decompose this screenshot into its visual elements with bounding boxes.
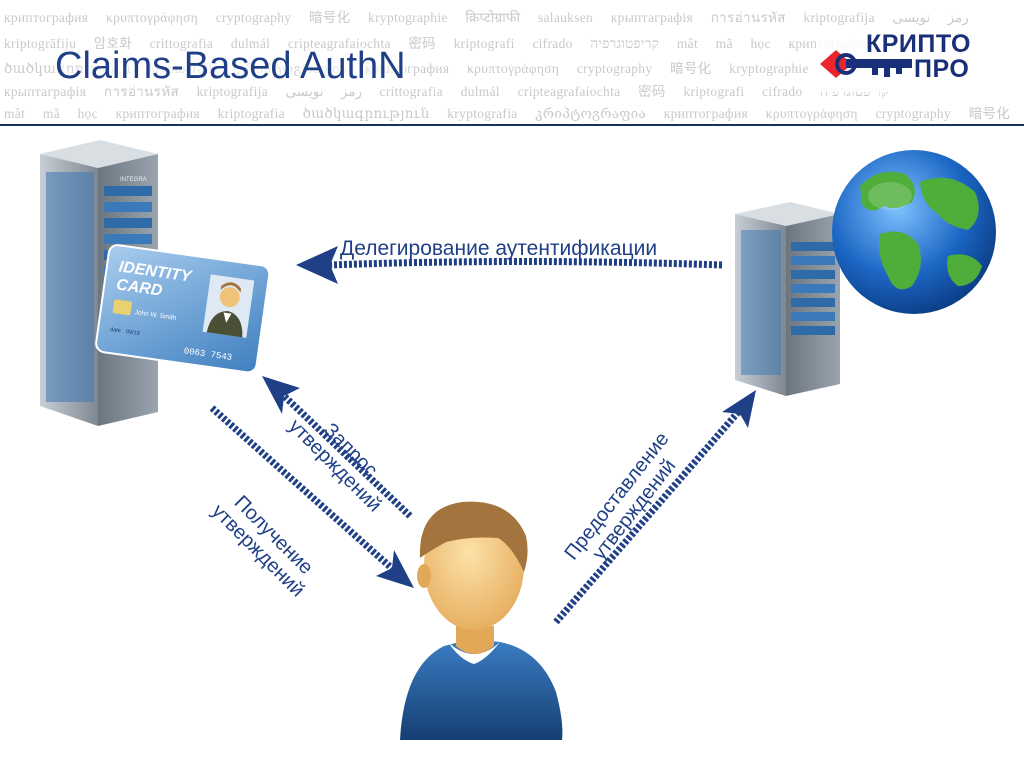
globe-icon [832, 150, 996, 314]
identity-provider-server-icon [735, 202, 840, 396]
receive-claims-arrow [209, 405, 414, 588]
logo-text-line2: ПРО [914, 55, 970, 83]
server-brand: INTEGRA [120, 177, 147, 183]
banner-text-row: mât mã học криптография kriptografia ծած… [4, 106, 1011, 121]
cryptopro-logo: КРИПТО ПРО [816, 30, 992, 92]
slide-title: Claims-Based AuthN [55, 45, 406, 87]
card-heading-line2: CARD [115, 276, 164, 299]
delegation-arrow [296, 246, 723, 284]
banner-text-row: ծածկագրություն kryptografia კრიპტოგრაფია… [4, 61, 882, 76]
user-icon [400, 501, 563, 740]
key-logo-icon [816, 30, 992, 92]
logo-text-line1: КРИПТО [866, 30, 971, 58]
diagram-canvas: INTEGRA IDENTITY CARD John W. Smith date… [40, 140, 996, 740]
banner-text-row: криптография κρυπτογράφηση cryptography … [4, 10, 969, 25]
card-date-value: 09/19 [125, 329, 139, 337]
identity-card-icon: IDENTITY CARD John W. Smith date 09/19 0… [95, 244, 271, 374]
provide-claims-arrow [553, 390, 756, 625]
header-divider [0, 124, 1024, 126]
header-banner: криптография κρυπτογράφηση cryptography … [0, 0, 1024, 124]
request-claims-arrow [262, 376, 413, 519]
auth-diagram: INTEGRA IDENTITY CARD John W. Smith date… [0, 126, 1024, 768]
card-date-label: date [110, 327, 121, 334]
delegation-label: Делегирование аутентификации [340, 237, 658, 260]
